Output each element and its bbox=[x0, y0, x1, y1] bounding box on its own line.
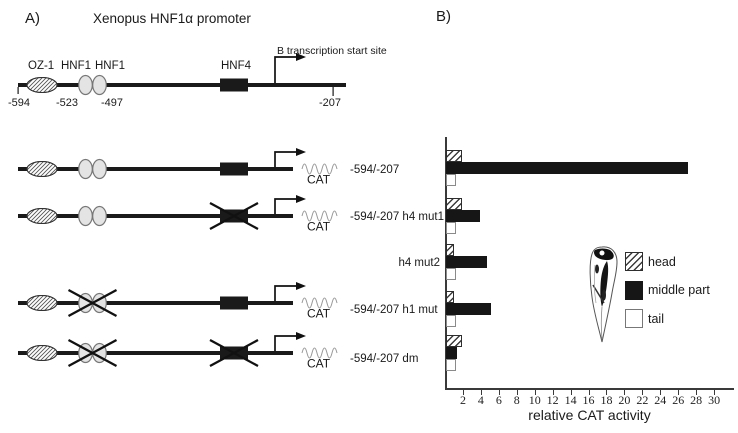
hnf1-site-1 bbox=[78, 74, 93, 96]
legend-label-middle-part: middle part bbox=[648, 283, 710, 297]
bar-tail-group4 bbox=[446, 315, 456, 327]
promoter-line bbox=[18, 83, 346, 87]
bar-head-group1 bbox=[446, 150, 462, 162]
middle-part-swatch bbox=[625, 280, 643, 300]
construct-label-h4mut2: h4 mut2 bbox=[398, 257, 440, 269]
promoter-map: OZ-1 HNF1 HNF1 HNF4 B transcription star… bbox=[8, 45, 387, 109]
bar-tail-group2 bbox=[446, 222, 456, 234]
cat-reporter-label: CAT bbox=[307, 357, 331, 371]
chart-legend: head middle part tail bbox=[625, 252, 710, 328]
tail-swatch bbox=[625, 309, 643, 328]
bar-middle-part-group2 bbox=[446, 210, 480, 222]
bar-middle-part-group1 bbox=[446, 162, 688, 174]
panel-a-title: Xenopus HNF1α promoter bbox=[93, 11, 251, 26]
x-axis-tick bbox=[498, 390, 500, 395]
construct-label: -594/-207 dm bbox=[350, 353, 418, 365]
x-axis-tick-label: 22 bbox=[636, 393, 649, 407]
legend-item-tail: tail bbox=[625, 309, 710, 328]
head-swatch bbox=[625, 252, 643, 271]
x-axis-tick-label: 18 bbox=[600, 393, 613, 407]
hnf4-site bbox=[220, 78, 248, 92]
x-axis-tick-label: 10 bbox=[528, 393, 541, 407]
bar-head-group4 bbox=[446, 291, 454, 303]
x-axis-tick bbox=[516, 390, 518, 395]
coord-594: -594 bbox=[8, 97, 30, 109]
x-axis-tick bbox=[714, 390, 716, 395]
legend-item-head: head bbox=[625, 252, 710, 271]
x-axis-tick-label: 20 bbox=[618, 393, 631, 407]
bar-head-group3 bbox=[446, 244, 454, 256]
construct-row-h4mut1: CAT -594/-207 h4 mut1 bbox=[17, 194, 444, 234]
construct-row-wt: CAT -594/-207 bbox=[17, 147, 399, 187]
bar-head-group2 bbox=[446, 198, 462, 210]
construct-label: -594/-207 bbox=[350, 164, 399, 176]
tick-594 bbox=[17, 87, 19, 94]
x-axis-tick-label: 28 bbox=[690, 393, 703, 407]
x-axis-tick bbox=[588, 390, 590, 395]
x-axis-tick bbox=[534, 390, 536, 395]
tadpole-illustration bbox=[589, 246, 618, 343]
x-axis-tick-label: 6 bbox=[495, 393, 502, 407]
x-axis-line bbox=[445, 388, 734, 390]
x-axis-tick-label: 2 bbox=[459, 393, 466, 407]
construct-label: -594/-207 h4 mut1 bbox=[350, 211, 444, 223]
x-axis-tick bbox=[462, 390, 464, 395]
bar-tail-group3 bbox=[446, 268, 456, 280]
legend-item-middle-part: middle part bbox=[625, 280, 710, 300]
panel-b-label: B) bbox=[436, 8, 451, 25]
hnf1-label-1: HNF1 bbox=[61, 60, 91, 72]
x-axis-tick bbox=[696, 390, 698, 395]
bar-head-group5 bbox=[446, 335, 462, 347]
legend-label-tail: tail bbox=[648, 311, 664, 326]
transcription-start-arrow bbox=[274, 53, 306, 83]
x-axis-tick bbox=[660, 390, 662, 395]
x-axis-tick bbox=[624, 390, 626, 395]
x-axis-title: relative CAT activity bbox=[528, 407, 651, 423]
hnf4-label: HNF4 bbox=[221, 60, 252, 72]
coord-523: -523 bbox=[56, 97, 78, 109]
oz1-site bbox=[26, 77, 58, 93]
x-axis-tick bbox=[678, 390, 680, 395]
tick-207 bbox=[332, 87, 334, 96]
x-axis-tick-label: 30 bbox=[708, 393, 721, 407]
tss-label: B transcription start site bbox=[277, 45, 387, 57]
legend-label-head: head bbox=[648, 254, 676, 269]
cat-reporter-label: CAT bbox=[307, 307, 331, 321]
x-axis-tick bbox=[642, 390, 644, 395]
x-axis-tick-label: 8 bbox=[513, 393, 520, 407]
bar-middle-part-group5 bbox=[446, 347, 457, 359]
x-axis-tick bbox=[480, 390, 482, 395]
panel-a-label: A) bbox=[25, 10, 40, 27]
x-axis-tick-label: 26 bbox=[672, 393, 685, 407]
x-axis-tick-label: 16 bbox=[582, 393, 595, 407]
bar-middle-part-group4 bbox=[446, 303, 491, 315]
oz1-label: OZ-1 bbox=[28, 60, 54, 72]
x-axis-tick bbox=[570, 390, 572, 395]
cat-reporter-label: CAT bbox=[307, 173, 331, 187]
x-axis-tick-label: 12 bbox=[546, 393, 559, 407]
construct-row-dm: CAT -594/-207 dm bbox=[17, 331, 418, 371]
hnf1-site-2 bbox=[92, 74, 107, 96]
bar-middle-part-group3 bbox=[446, 256, 487, 268]
x-axis-tick-label: 24 bbox=[654, 393, 667, 407]
x-axis-tick-label: 14 bbox=[564, 393, 577, 407]
panel-a: A) Xenopus HNF1α promoter OZ-1 HNF1 HNF1… bbox=[8, 10, 444, 371]
x-axis-tick bbox=[606, 390, 608, 395]
cat-reporter-label: CAT bbox=[307, 220, 331, 234]
x-axis-tick bbox=[552, 390, 554, 395]
bar-tail-group1 bbox=[446, 174, 456, 186]
x-axis-tick-label: 4 bbox=[477, 393, 484, 407]
coord-497: -497 bbox=[101, 97, 123, 109]
hnf1-label-2: HNF1 bbox=[95, 60, 125, 72]
bar-tail-group5 bbox=[446, 359, 456, 371]
coord-207: -207 bbox=[319, 97, 341, 109]
construct-row-h1mut: CAT -594/-207 h1 mut bbox=[17, 281, 438, 321]
construct-label: -594/-207 h1 mut bbox=[350, 304, 438, 316]
